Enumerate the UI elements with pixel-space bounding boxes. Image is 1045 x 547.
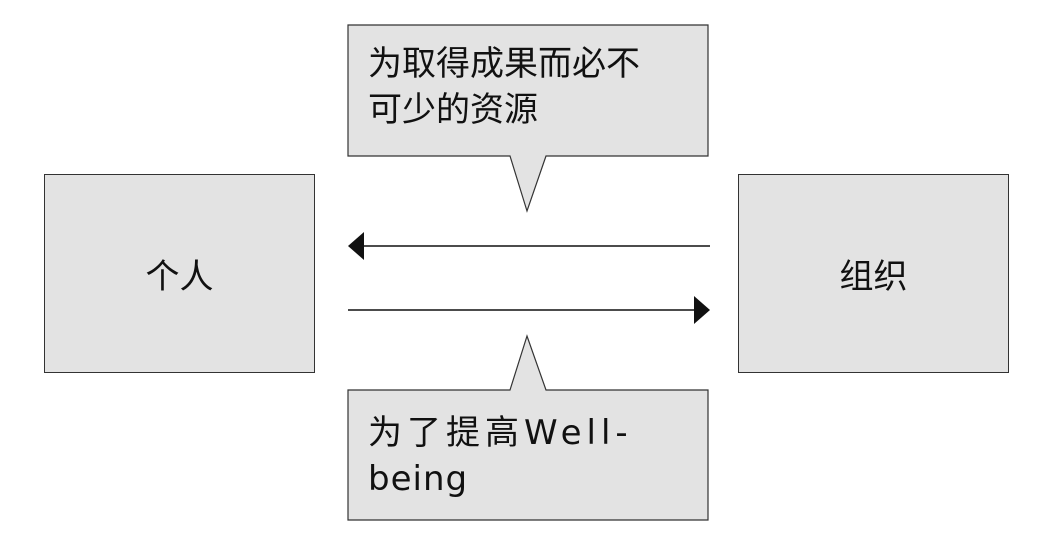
callout-bottom-bubble xyxy=(347,334,709,521)
callout-top-bubble xyxy=(347,24,709,213)
callout-top-line2: 可少的资源 xyxy=(368,90,538,130)
callout-top-text: 为取得成果而必不 可少的资源 xyxy=(368,41,698,133)
callout-bottom-line2: being xyxy=(368,459,469,499)
organization-label: 组织 xyxy=(839,257,908,297)
arrow-to-organization xyxy=(348,296,710,324)
callout-bottom-line1: 为了提高Well- xyxy=(368,413,633,453)
individual-box: 个人 xyxy=(44,174,315,373)
organization-box: 组织 xyxy=(738,174,1009,373)
callout-bottom-text: 为了提高Well- being xyxy=(368,410,698,502)
arrow-to-individual xyxy=(348,232,710,260)
callout-top-line1: 为取得成果而必不 xyxy=(368,44,640,84)
individual-label: 个人 xyxy=(145,257,214,297)
